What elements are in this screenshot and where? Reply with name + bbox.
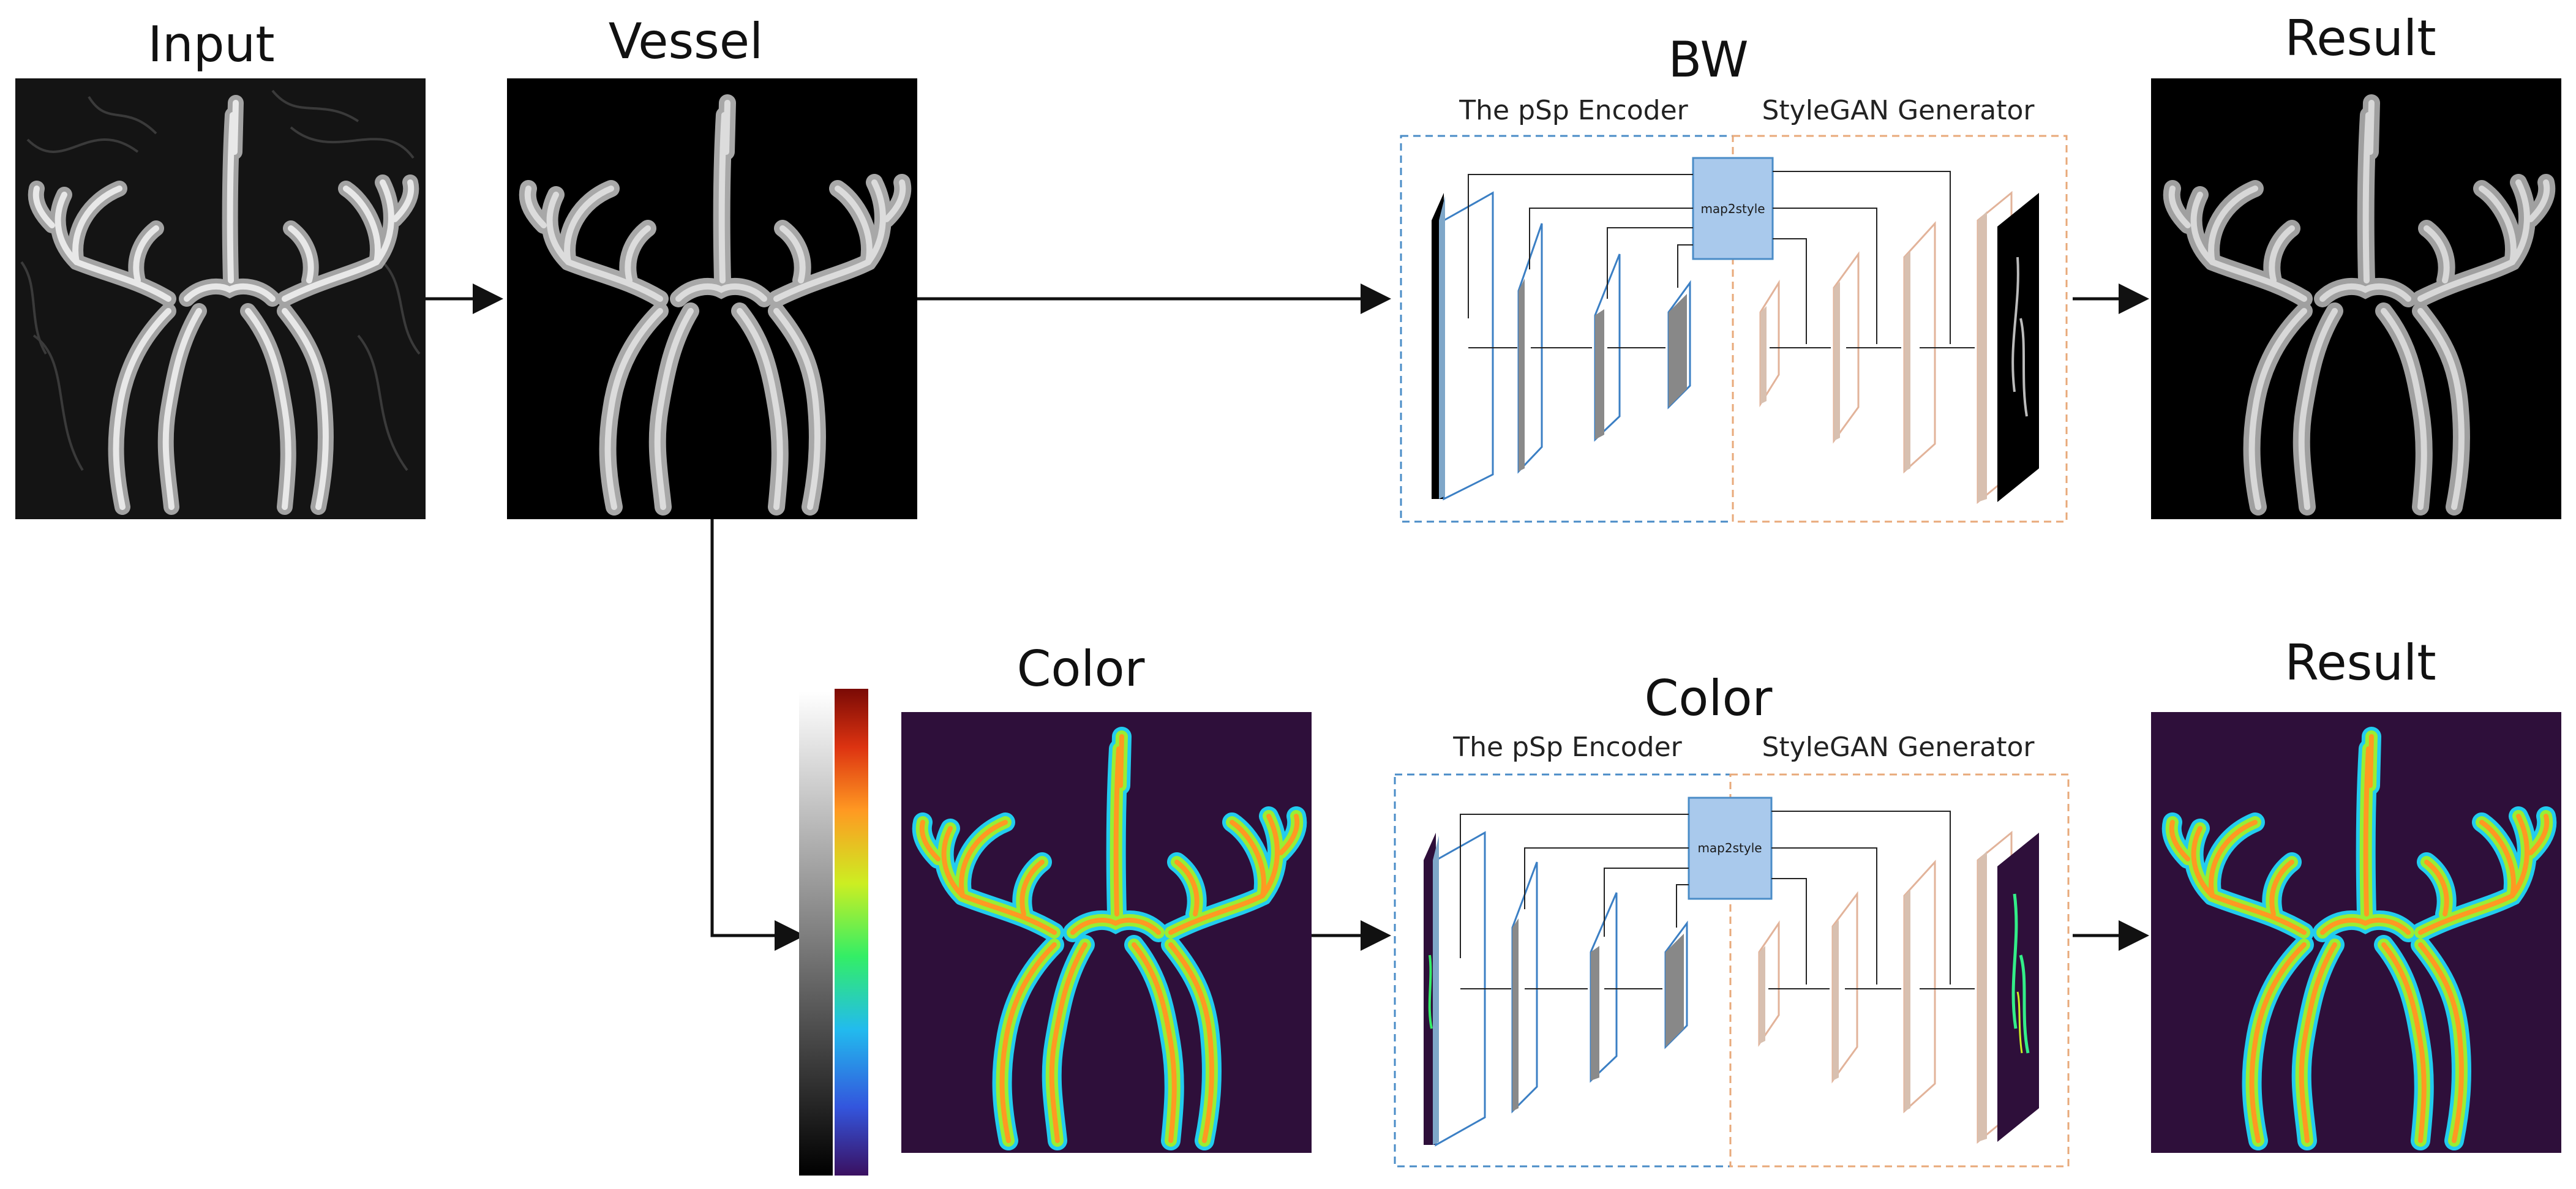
- color-image-title: Color: [1017, 640, 1145, 697]
- vessel-title: Vessel: [609, 13, 764, 70]
- bw-generator-box: [1732, 135, 2068, 523]
- bw-title: BW: [1668, 31, 1748, 88]
- vessel-image: [507, 78, 917, 519]
- color-encoder-label: The pSp Encoder: [1452, 732, 1682, 763]
- bottom-result-image: [2151, 712, 2561, 1153]
- grayscale-colorbar: [799, 692, 833, 1176]
- bw-generator-label: StyleGAN Generator: [1762, 95, 2035, 126]
- color-map2style-label: map2style: [1697, 841, 1762, 855]
- color-network: The pSp Encoder StyleGAN Generator map2s…: [1394, 732, 2070, 1168]
- arrow-vessel-to-colorbar: [710, 519, 805, 951]
- color-vessel-image: [901, 712, 1312, 1153]
- bw-map2style-block: [1692, 157, 1774, 260]
- top-result-title: Result: [2285, 10, 2436, 67]
- input-title: Input: [148, 16, 274, 73]
- input-image: [15, 78, 426, 519]
- bw-encoder-box: [1400, 135, 1734, 523]
- color-generator-label: StyleGAN Generator: [1762, 732, 2035, 763]
- top-result-image: [2151, 78, 2561, 519]
- jet-colorbar: [835, 689, 868, 1176]
- bw-encoder-label: The pSp Encoder: [1459, 95, 1688, 126]
- bw-network: The pSp Encoder StyleGAN Generator map2s…: [1400, 95, 2068, 523]
- bw-map2style-label: map2style: [1700, 201, 1765, 216]
- bottom-result-title: Result: [2285, 634, 2436, 691]
- color-generator-box: [1729, 773, 2070, 1168]
- color-mode-title: Color: [1645, 670, 1773, 727]
